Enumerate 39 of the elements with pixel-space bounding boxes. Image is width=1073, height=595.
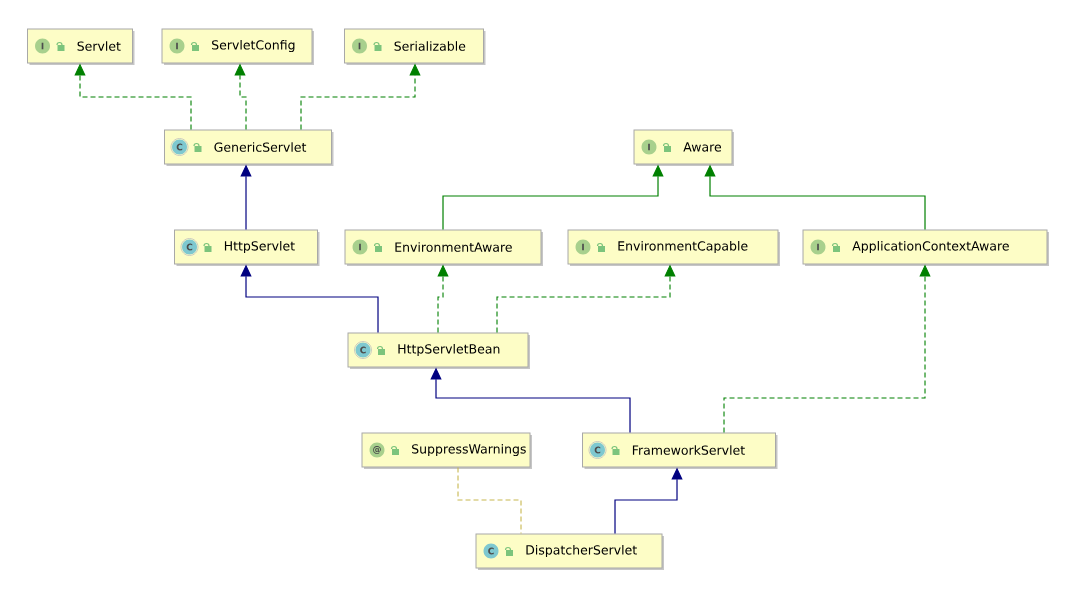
class-name: Servlet (77, 41, 121, 51)
type-badge: C (588, 441, 607, 459)
class-name: FrameworkServlet (632, 445, 745, 455)
type-badge: I (352, 38, 367, 54)
class-box (633, 129, 734, 166)
type-badge: I (810, 239, 826, 255)
class-box (347, 332, 530, 369)
class-box (582, 432, 778, 469)
class-name: Serializable (394, 41, 466, 51)
class-name: DispatcherServlet (526, 544, 637, 558)
type-badge: C (180, 238, 199, 256)
class-box (164, 129, 334, 166)
class-name: SuppressWarnings (412, 443, 526, 457)
type-badge: I (169, 38, 185, 54)
class-name: EnvironmentAware (395, 242, 512, 252)
class-name: GenericServlet (214, 142, 307, 152)
class-name: EnvironmentCapable (618, 240, 748, 254)
class-box (344, 28, 486, 65)
class-box (475, 533, 664, 570)
class-box (344, 229, 543, 266)
type-badge: I (352, 239, 368, 255)
type-badge: C (170, 138, 189, 156)
class-name: Aware (683, 142, 722, 152)
type-badge: C (483, 543, 499, 559)
type-badge: I (575, 239, 591, 255)
class-box (161, 28, 314, 65)
type-badge: I (641, 139, 657, 155)
class-name: ApplicationContextAware (852, 240, 1009, 254)
class-box (567, 229, 780, 266)
class-box (361, 432, 532, 469)
class-name: ServletConfig (212, 39, 295, 53)
class-box (27, 28, 135, 65)
class-name: HttpServletBean (398, 343, 500, 357)
type-badge: C (354, 341, 372, 359)
type-badge: @ (369, 442, 385, 458)
class-box (802, 229, 1049, 266)
class-box (174, 229, 320, 266)
class-name: HttpServlet (224, 240, 295, 254)
type-badge: I (35, 38, 50, 54)
